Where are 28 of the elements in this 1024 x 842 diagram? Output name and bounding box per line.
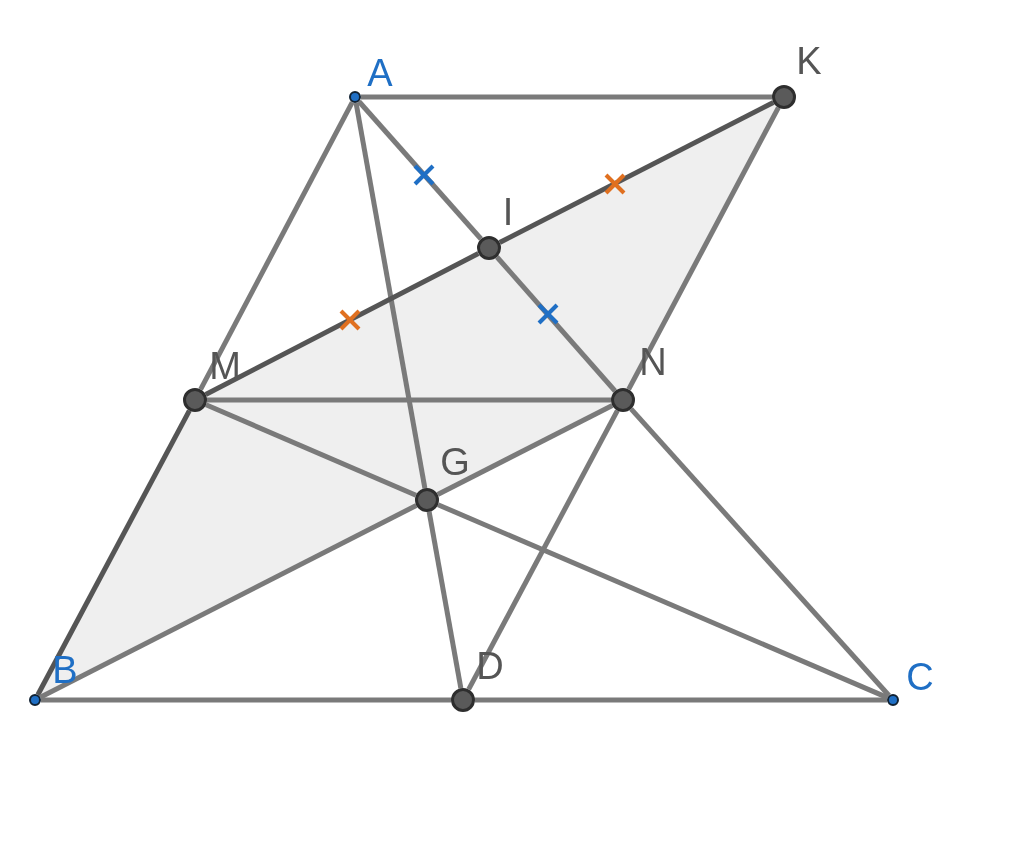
line-segment bbox=[475, 697, 887, 703]
point-label: B bbox=[52, 651, 78, 689]
point-label: I bbox=[502, 193, 514, 231]
line-segment bbox=[207, 397, 611, 403]
line-segment bbox=[35, 409, 192, 696]
line-segment bbox=[353, 102, 428, 489]
point-label: M bbox=[209, 347, 241, 385]
line-segment bbox=[498, 100, 775, 245]
line-segment bbox=[466, 409, 620, 691]
line-segment bbox=[204, 251, 480, 397]
line-segment bbox=[357, 99, 483, 241]
point-label: K bbox=[796, 42, 822, 80]
point-label: A bbox=[367, 54, 393, 92]
line-segment bbox=[39, 503, 418, 700]
point-label: N bbox=[639, 343, 667, 381]
line-segment bbox=[41, 697, 451, 703]
line-segment bbox=[495, 255, 617, 393]
line-segment bbox=[198, 101, 355, 391]
line-segment bbox=[626, 106, 781, 391]
point-label: C bbox=[906, 658, 934, 696]
line-segment bbox=[437, 502, 889, 700]
point-label: D bbox=[476, 647, 504, 685]
point-label: G bbox=[440, 443, 470, 481]
line-segment bbox=[361, 94, 772, 100]
line-segment bbox=[205, 402, 417, 498]
line-segment bbox=[426, 511, 464, 689]
line-segment bbox=[629, 407, 891, 698]
line-segment bbox=[436, 403, 614, 497]
